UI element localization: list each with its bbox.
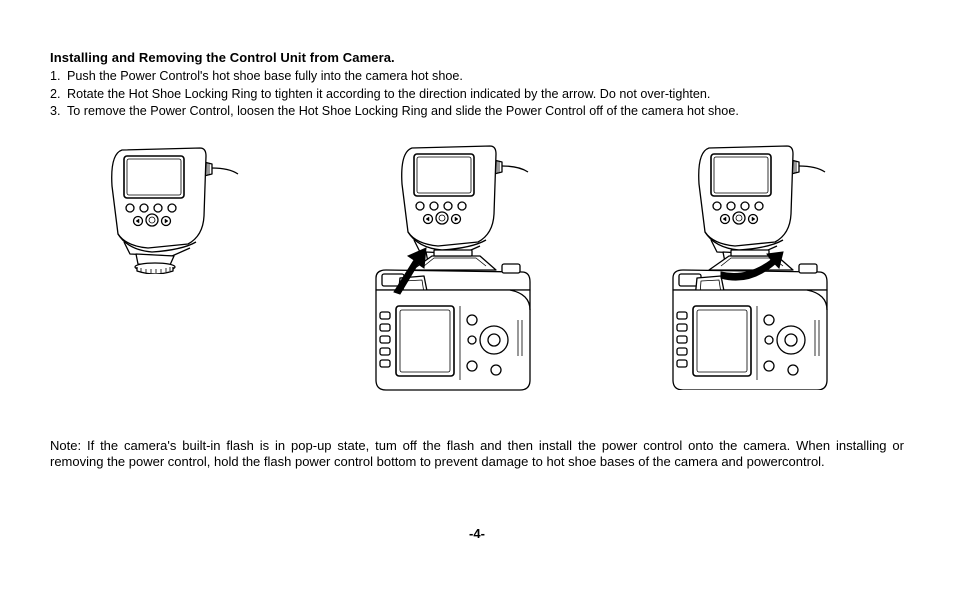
figure-power-control-unit	[110, 147, 239, 274]
step-text: Push the Power Control's hot shoe base f…	[67, 69, 463, 83]
step-number: 2.	[50, 86, 61, 101]
step-item: 1. Push the Power Control's hot shoe base…	[50, 68, 739, 86]
note-text: Note: If the camera's built-in flash is …	[50, 438, 904, 469]
section-heading: Installing and Removing the Control Unit…	[50, 50, 395, 65]
page-number: -4-	[469, 526, 485, 541]
figure-power-control-mounted-tighten	[375, 145, 531, 391]
step-text: Rotate the Hot Shoe Locking Ring to tigh…	[67, 86, 711, 101]
step-item: 2. Rotate the Hot Shoe Locking Ring to ti…	[50, 86, 739, 104]
step-text: To remove the Power Control, loosen the …	[67, 104, 739, 118]
step-number: 1.	[50, 69, 61, 83]
power-control-drawing	[110, 147, 239, 274]
loosen-arrow-icon	[721, 252, 783, 280]
camera-drawing	[375, 249, 531, 391]
figure-power-control-mounted-loosen	[672, 145, 828, 390]
step-item: 3. To remove the Power Control, loosen th…	[50, 103, 739, 121]
tighten-arrow-icon	[394, 248, 426, 294]
step-number: 3.	[50, 104, 61, 118]
steps-list: 1. Push the Power Control's hot shoe base…	[50, 68, 739, 121]
